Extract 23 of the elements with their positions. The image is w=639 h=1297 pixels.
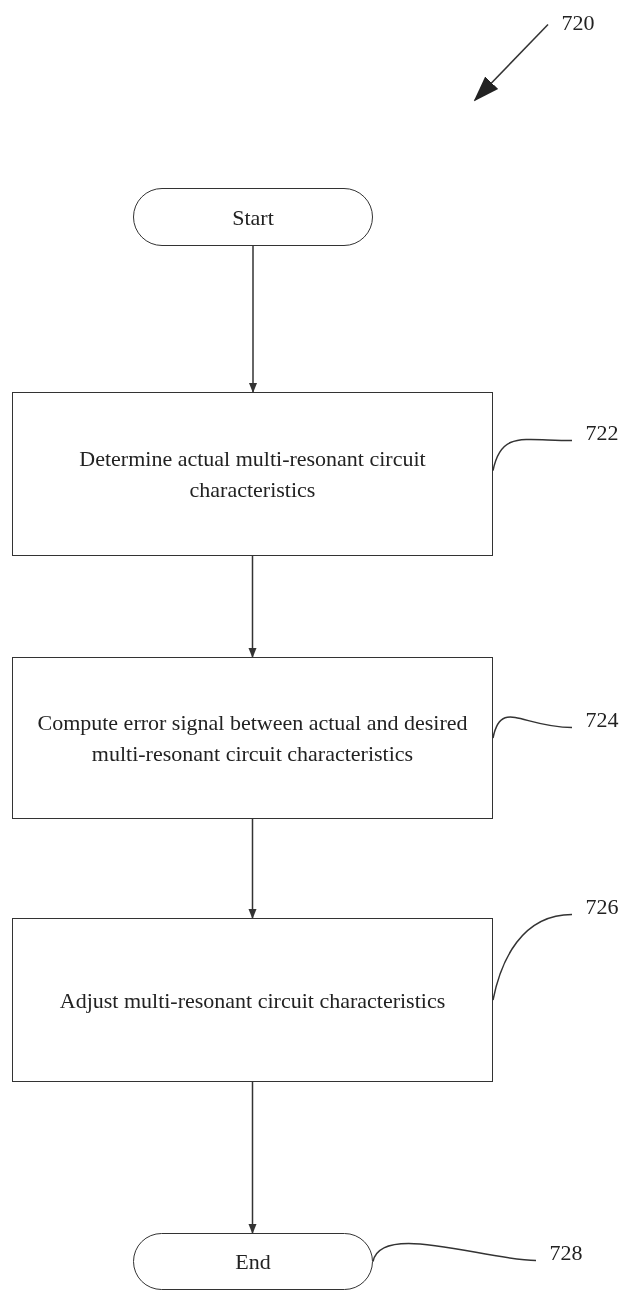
leader-line [492, 913, 573, 1001]
leader-line [372, 1242, 537, 1263]
process-box [12, 392, 493, 556]
reference-number: 722 [585, 420, 619, 446]
arrow [248, 1081, 257, 1234]
reference-number: 720 [561, 10, 595, 36]
arrow [249, 245, 257, 393]
process-box [12, 657, 493, 819]
process-box [12, 918, 493, 1082]
leader-line [492, 438, 573, 472]
reference-number: 724 [585, 707, 619, 733]
reference-number: 728 [549, 1240, 583, 1266]
arrow [248, 555, 257, 658]
step-text: Adjust multi-resonant circuit characteristics [59, 986, 446, 1015]
terminal-label: Start [232, 203, 274, 232]
arrow [248, 818, 257, 919]
reference-arrow [473, 23, 549, 102]
reference-number: 726 [585, 894, 619, 920]
terminal-pill [133, 1233, 373, 1290]
leader-line [492, 716, 573, 739]
step-text: Determine actual multi-resonant circuit characteristics [78, 445, 427, 504]
step-text: Compute error signal between actual and desired multi-resonant circuit characteristics [36, 709, 469, 768]
terminal-label: End [235, 1248, 271, 1276]
